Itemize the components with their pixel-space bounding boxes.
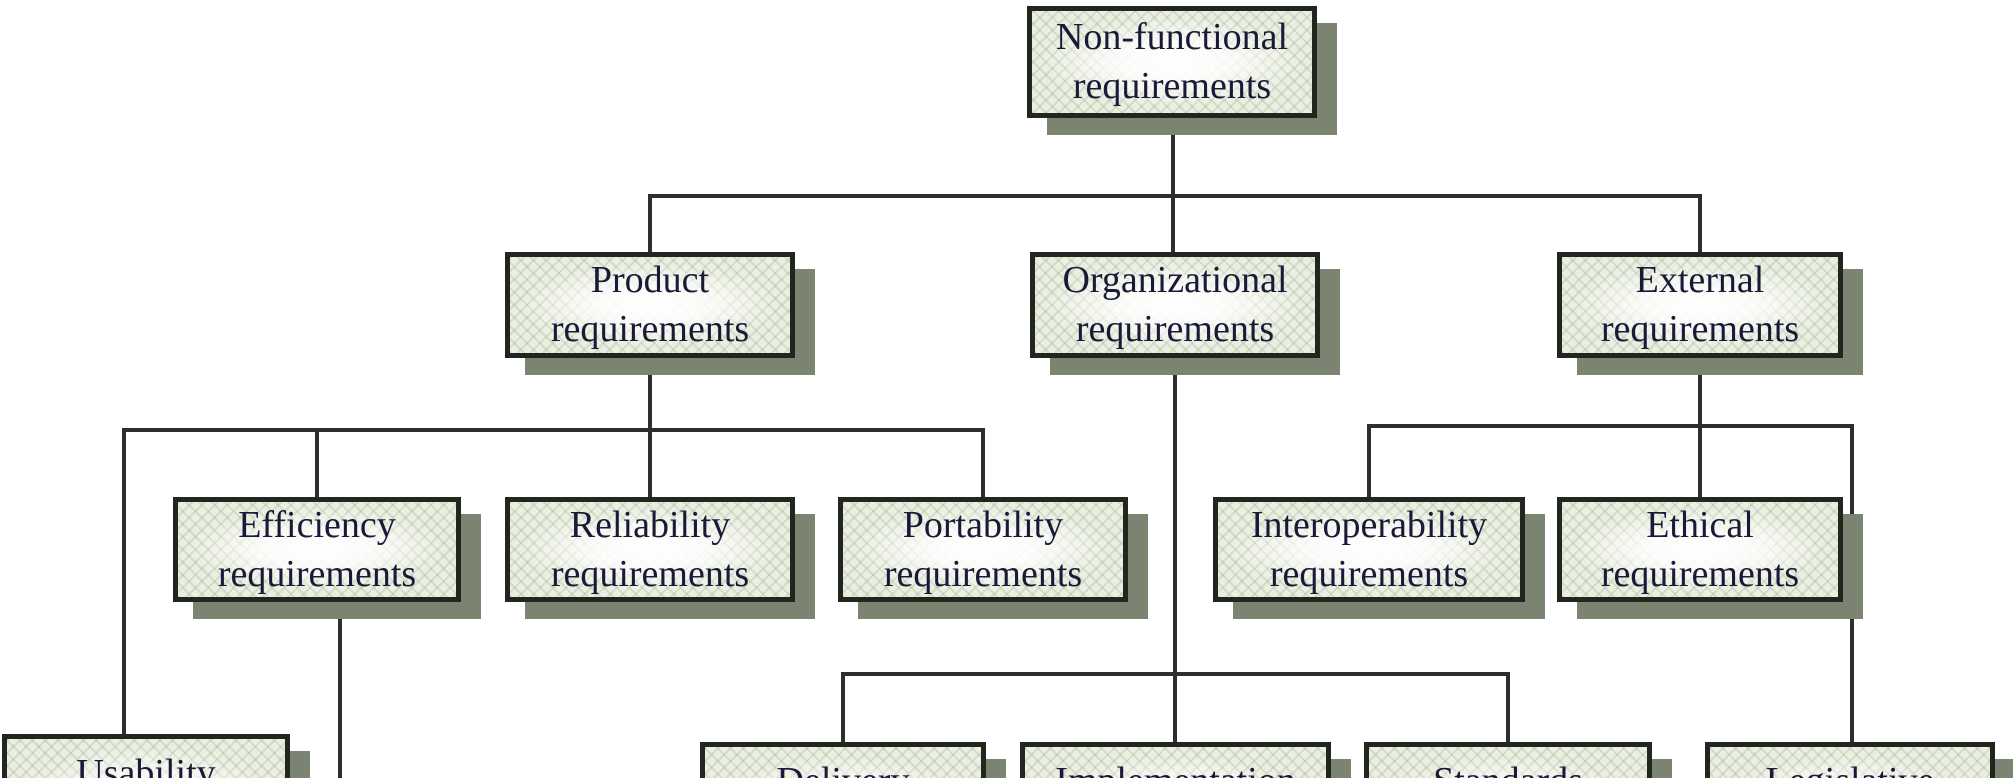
node-external-requirements: External requirements — [1557, 252, 1843, 358]
node-usability-requirements: Usability — [2, 734, 290, 778]
node-label-line1: External — [1635, 259, 1765, 302]
connector-legislative-drop — [1850, 424, 1854, 744]
node-product-requirements: Product requirements — [505, 252, 795, 358]
node-efficiency-requirements: Efficiency requirements — [173, 497, 461, 602]
node-label-line1: Non-functional — [1055, 16, 1289, 59]
connector-efficiency-drop — [315, 428, 319, 497]
node-label-line1: Ethical — [1646, 503, 1754, 546]
node-label-line2: requirements — [1600, 552, 1800, 595]
node-label-line1: Standards — [1433, 757, 1583, 778]
node-label-line1: Organizational — [1062, 259, 1288, 302]
node-reliability-requirements: Reliability requirements — [505, 497, 795, 602]
node-label-line1: Reliability — [569, 503, 731, 546]
node-label-line1: Implementation — [1055, 757, 1296, 778]
connector-product-bus-horizontal — [122, 428, 985, 432]
connector-delivery-drop — [841, 672, 845, 744]
node-label-line2: requirements — [550, 308, 750, 350]
node-label-line2: requirements — [550, 552, 750, 595]
node-standards-requirements: Standards — [1364, 742, 1652, 778]
node-non-functional-requirements: Non-functional requirements — [1027, 6, 1317, 118]
node-label-line2: requirements — [217, 552, 417, 595]
connector-portability-drop — [981, 428, 985, 497]
node-label-line1: Portability — [902, 503, 1064, 546]
connector-root-vertical — [1171, 114, 1175, 252]
node-label-line2: requirements — [1269, 552, 1469, 595]
node-label-line2: requirements — [1072, 65, 1272, 107]
connector-interoperability-drop — [1367, 424, 1371, 497]
node-label-line1: Usability — [76, 752, 216, 778]
node-ethical-requirements: Ethical requirements — [1557, 497, 1843, 602]
node-portability-requirements: Portability requirements — [838, 497, 1128, 602]
connector-external-drop — [1698, 194, 1702, 252]
node-implementation-requirements: Implementation — [1020, 742, 1331, 778]
node-label-line2: requirements — [883, 552, 1083, 595]
connector-product-drop — [648, 194, 652, 252]
node-legislative-requirements: Legislative — [1705, 742, 1995, 778]
node-label-line2: requirements — [1600, 308, 1800, 350]
connector-organizational-to-bus — [1173, 358, 1177, 744]
connector-level1-horizontal — [650, 194, 1702, 198]
node-label-line1: Legislative — [1766, 757, 1935, 778]
node-label-line2: requirements — [1075, 308, 1275, 350]
node-label-line1: Interoperability — [1250, 503, 1488, 546]
connector-efficiency-children-drop — [338, 600, 342, 778]
node-label-line1: Efficiency — [238, 503, 396, 546]
connector-usability-drop — [122, 428, 126, 736]
connector-organizational-bus-horizontal — [843, 672, 1510, 676]
node-interoperability-requirements: Interoperability requirements — [1213, 497, 1525, 602]
node-label-line1: Product — [590, 259, 710, 302]
node-label-line1: Delivery — [777, 757, 910, 778]
connector-standards-drop — [1506, 672, 1510, 744]
node-organizational-requirements: Organizational requirements — [1030, 252, 1320, 358]
node-delivery-requirements: Delivery — [700, 742, 986, 778]
connector-product-to-bus — [648, 358, 652, 497]
connector-external-bus-horizontal — [1367, 424, 1854, 428]
